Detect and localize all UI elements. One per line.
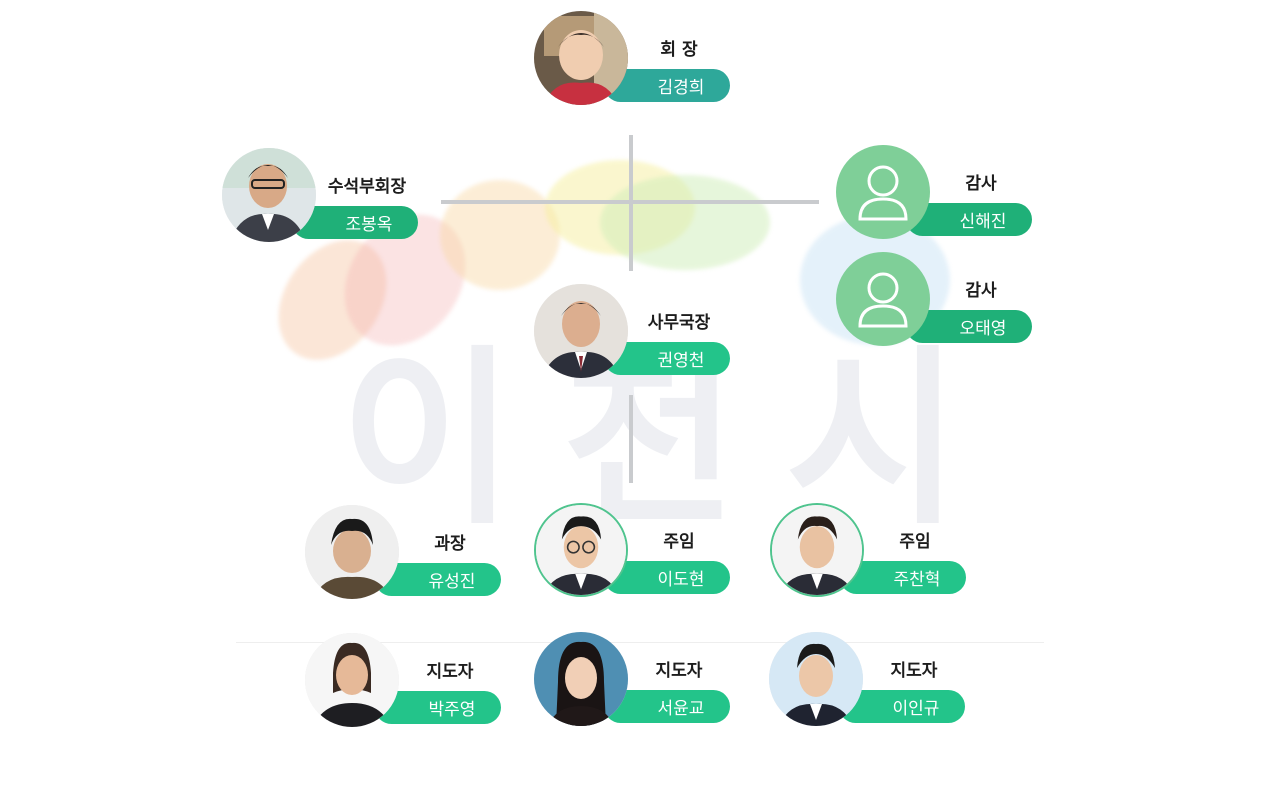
member-card-chairman: 회 장 김경희 [534, 11, 734, 107]
member-card-staff-1: 주임 이도현 [534, 503, 734, 599]
staff-1-photo [534, 503, 628, 597]
coach-1-photo [305, 633, 399, 727]
member-role: 지도자 [655, 661, 703, 681]
senior-vice-chairman-photo [222, 148, 316, 242]
member-card-auditor-1: 감사 신해진 [836, 145, 1036, 241]
member-role: 지도자 [426, 662, 474, 682]
member-role: 수석부회장 [327, 177, 407, 197]
member-card-coach-1: 지도자 박주영 [305, 633, 505, 729]
coach-3-photo [769, 632, 863, 726]
row-divider [236, 642, 1044, 643]
chairman-photo [534, 11, 628, 105]
member-role: 주임 [899, 532, 931, 552]
member-role: 사무국장 [647, 313, 711, 333]
member-role: 감사 [965, 174, 997, 194]
secretary-general-photo [534, 284, 628, 378]
staff-2-photo [770, 503, 864, 597]
auditor-1-photo [836, 145, 930, 239]
auditor-2-photo [836, 252, 930, 346]
person-placeholder-icon [858, 272, 908, 328]
upper-vertical-connector [629, 135, 633, 271]
member-card-secretary-general: 사무국장 권영천 [534, 284, 734, 380]
member-role: 회 장 [660, 40, 698, 60]
lower-vertical-connector [629, 395, 633, 483]
member-card-senior-vice-chairman: 수석부회장 조봉옥 [222, 148, 422, 244]
member-card-manager: 과장 유성진 [305, 505, 505, 601]
member-card-auditor-2: 감사 오태영 [836, 252, 1036, 348]
member-card-coach-3: 지도자 이인규 [769, 632, 969, 728]
member-role: 감사 [965, 281, 997, 301]
member-card-staff-2: 주임 주찬혁 [770, 503, 970, 599]
member-role: 지도자 [890, 661, 938, 681]
coach-2-photo [534, 632, 628, 726]
member-role: 주임 [663, 532, 695, 552]
member-role: 과장 [434, 534, 466, 554]
member-card-coach-2: 지도자 서윤교 [534, 632, 734, 728]
manager-photo [305, 505, 399, 599]
member-name-pill: 이도현 [604, 561, 730, 594]
person-placeholder-icon [858, 165, 908, 221]
